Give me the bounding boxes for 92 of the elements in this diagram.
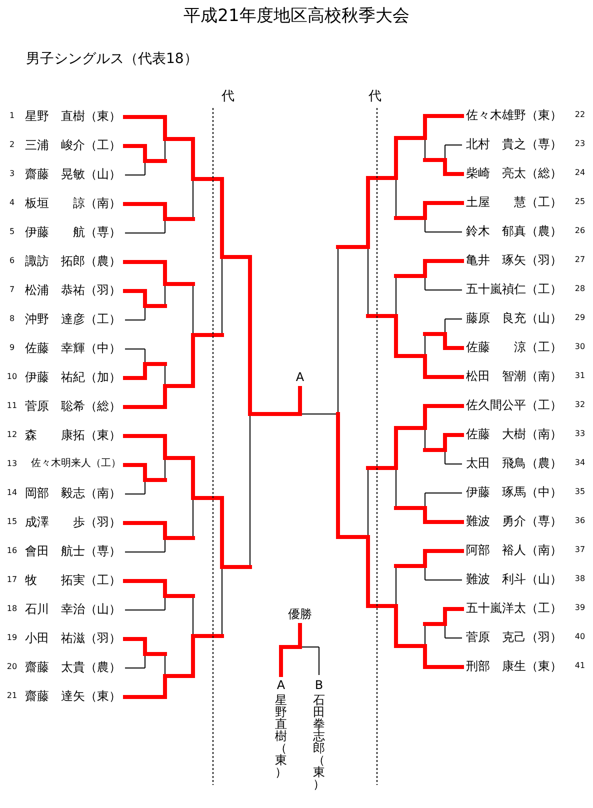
- player-name: 松浦 恭祐（羽）: [25, 284, 121, 296]
- entry-number: 3: [9, 170, 15, 178]
- cutoff-label: 代: [222, 90, 234, 103]
- player-name: 齋藤 太貴（農）: [25, 661, 121, 673]
- slot-label: A: [276, 679, 286, 691]
- entry-number: 34: [574, 459, 586, 467]
- player-name: 齋藤 達矢（東）: [25, 690, 121, 702]
- player-name: 岡部 毅志（南）: [25, 487, 121, 499]
- entry-number: 38: [574, 575, 586, 583]
- cutoff-label: 代: [368, 90, 382, 103]
- player-name: 成澤 歩（羽）: [25, 516, 121, 528]
- entry-number: 23: [574, 140, 586, 148]
- entry-number: 32: [574, 401, 586, 409]
- entry-number: 29: [574, 314, 586, 322]
- player-name: 柴崎 亮太（総）: [466, 167, 562, 179]
- title: 平成21年度地区高校秋季大会: [182, 8, 410, 25]
- entry-number: 14: [6, 489, 18, 497]
- entry-number: 22: [574, 111, 586, 119]
- player-name: 沖野 達彦（工）: [25, 313, 121, 325]
- player-name: 星野 直樹（東）: [25, 110, 121, 122]
- champion-label: 優勝: [288, 608, 312, 620]
- player-name: 亀井 琢矢（羽）: [466, 254, 562, 266]
- entry-number: 9: [9, 344, 15, 352]
- entry-number: 37: [574, 546, 586, 554]
- player-name: 藤原 良充（山）: [466, 312, 562, 324]
- player-name: 伊藤 航（専）: [25, 226, 121, 238]
- player-name: 石川 幸治（山）: [25, 603, 121, 615]
- slot-label: A: [296, 371, 304, 383]
- entry-number: 15: [6, 518, 18, 526]
- player-name: 菅原 聡希（総）: [25, 400, 121, 412]
- entry-number: 33: [574, 430, 586, 438]
- player-name: 松田 智潮（南）: [466, 370, 562, 382]
- entry-number: 8: [9, 315, 15, 323]
- player-name: 五十嵐洋太（工）: [466, 602, 562, 614]
- entry-number: 28: [574, 285, 586, 293]
- subtitle: 男子シングルス（代表18）: [26, 52, 198, 66]
- player-name: 土屋 慧（工）: [466, 196, 562, 208]
- entry-number: 11: [6, 402, 18, 410]
- entry-number: 13: [6, 460, 18, 468]
- player-name: 鈴木 郁真（農）: [466, 225, 562, 237]
- slot-label: B: [314, 679, 324, 691]
- entry-number: 4: [9, 199, 15, 207]
- entry-number: 2: [9, 141, 15, 149]
- finalist-name: 星野直樹（東）: [275, 694, 287, 778]
- player-name: 菅原 克己（羽）: [466, 631, 562, 643]
- player-name: 刑部 康生（東）: [466, 660, 562, 672]
- entry-number: 1: [9, 112, 15, 120]
- player-name: 北村 貴之（専）: [466, 138, 562, 150]
- player-name: 太田 飛鳥（農）: [466, 457, 562, 469]
- player-name: 諏訪 拓郎（農）: [25, 255, 121, 267]
- entry-number: 41: [574, 662, 586, 670]
- player-name: 森 康拓（東）: [25, 429, 121, 441]
- entry-number: 27: [574, 256, 586, 264]
- player-name: 佐藤 大樹（南）: [466, 428, 562, 440]
- entry-number: 31: [574, 372, 586, 380]
- entry-number: 10: [6, 373, 18, 381]
- player-name: 伊藤 祐紀（加）: [25, 371, 121, 383]
- player-name: 佐々木雄野（東）: [466, 109, 562, 121]
- entry-number: 40: [574, 633, 586, 641]
- player-name: 伊藤 琢馬（中）: [466, 486, 562, 498]
- player-name: 佐々木明来人（工）: [31, 459, 121, 469]
- player-name: 小田 祐滋（羽）: [25, 632, 121, 644]
- entry-number: 19: [6, 634, 18, 642]
- entry-number: 5: [9, 228, 15, 236]
- player-name: 板垣 諒（南）: [25, 197, 121, 209]
- entry-number: 17: [6, 576, 18, 584]
- player-name: 五十嵐禎仁（工）: [466, 283, 562, 295]
- entry-number: 24: [574, 169, 586, 177]
- entry-number: 16: [6, 547, 18, 555]
- player-name: 佐藤 幸輝（中）: [25, 342, 121, 354]
- player-name: 佐藤 涼（工）: [466, 341, 562, 353]
- player-name: 牧 拓実（工）: [25, 574, 121, 586]
- finalist-name: 石田拳志郎（東）: [313, 694, 325, 790]
- player-name: 齋藤 晃敏（山）: [25, 168, 121, 180]
- entry-number: 39: [574, 604, 586, 612]
- player-name: 阿部 裕人（南）: [466, 544, 562, 556]
- player-name: 難波 勇介（専）: [466, 515, 562, 527]
- player-name: 佐久間公平（工）: [466, 399, 562, 411]
- entry-number: 36: [574, 517, 586, 525]
- player-name: 三浦 峻介（工）: [25, 139, 121, 151]
- entry-number: 21: [6, 692, 18, 700]
- entry-number: 26: [574, 227, 586, 235]
- entry-number: 30: [574, 343, 586, 351]
- entry-number: 18: [6, 605, 18, 613]
- player-name: 難波 利斗（山）: [466, 573, 562, 585]
- entry-number: 7: [9, 286, 15, 294]
- entry-number: 6: [9, 257, 15, 265]
- entry-number: 25: [574, 198, 586, 206]
- player-name: 會田 航士（専）: [25, 545, 121, 557]
- entry-number: 12: [6, 431, 18, 439]
- entry-number: 35: [574, 488, 586, 496]
- entry-number: 20: [6, 663, 18, 671]
